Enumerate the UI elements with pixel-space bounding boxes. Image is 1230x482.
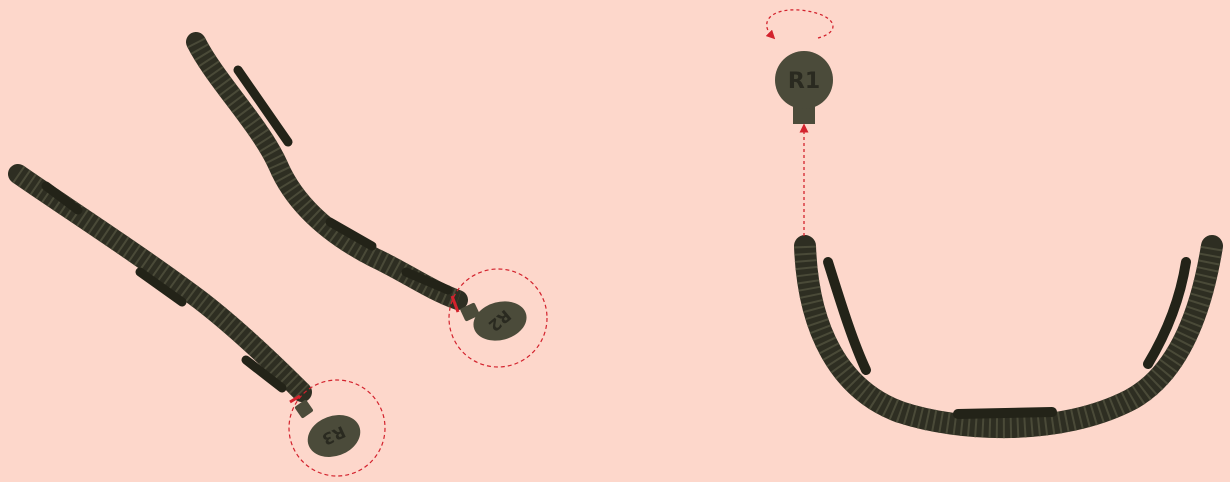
marker-tag-r2: R2 bbox=[460, 296, 531, 347]
tube-u-shape bbox=[805, 246, 1212, 427]
tube-left-r3 bbox=[18, 174, 302, 402]
marker-tag-r1: R1 bbox=[775, 51, 833, 124]
marker-label-r1: R1 bbox=[788, 69, 820, 94]
rotate-arrow-icon bbox=[767, 10, 833, 38]
marker-tag-r3: R3 bbox=[294, 399, 366, 464]
tube-middle-r2 bbox=[196, 42, 458, 312]
